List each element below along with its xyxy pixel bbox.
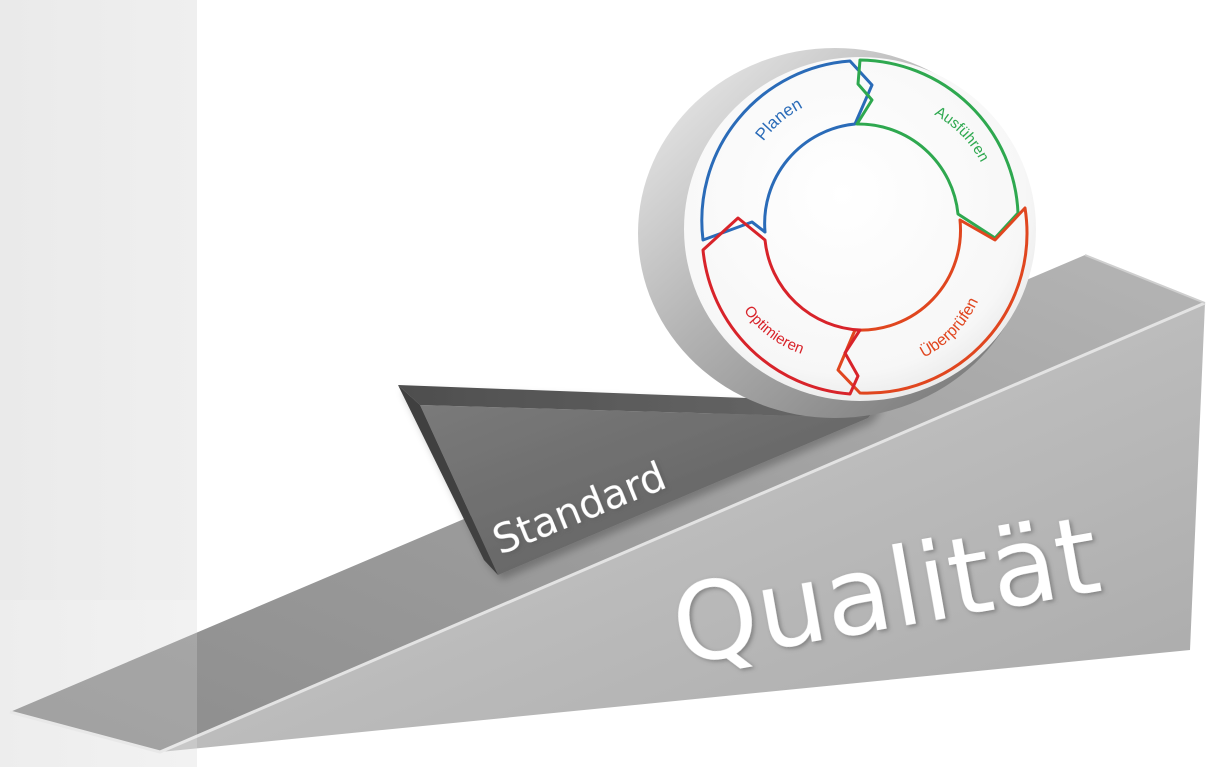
block-top-face — [398, 385, 880, 418]
ausfuehren-arrow — [855, 58, 1020, 240]
block-left-face — [398, 385, 498, 575]
left-panel — [0, 0, 197, 767]
block-front-face — [420, 405, 868, 575]
wedge-edge-highlight — [9, 301, 1206, 754]
ueberpruefen-arrow — [836, 206, 1029, 395]
standard-block — [398, 385, 880, 575]
wedge-ridge — [1084, 254, 1206, 304]
left-panel-overlay — [0, 600, 197, 767]
optimieren-arrow — [701, 216, 862, 396]
disc-face — [684, 57, 1036, 401]
planen-arrow — [700, 59, 874, 242]
pdca-disc: Planen Ausführen Überprüfen Optimieren — [638, 48, 1036, 418]
